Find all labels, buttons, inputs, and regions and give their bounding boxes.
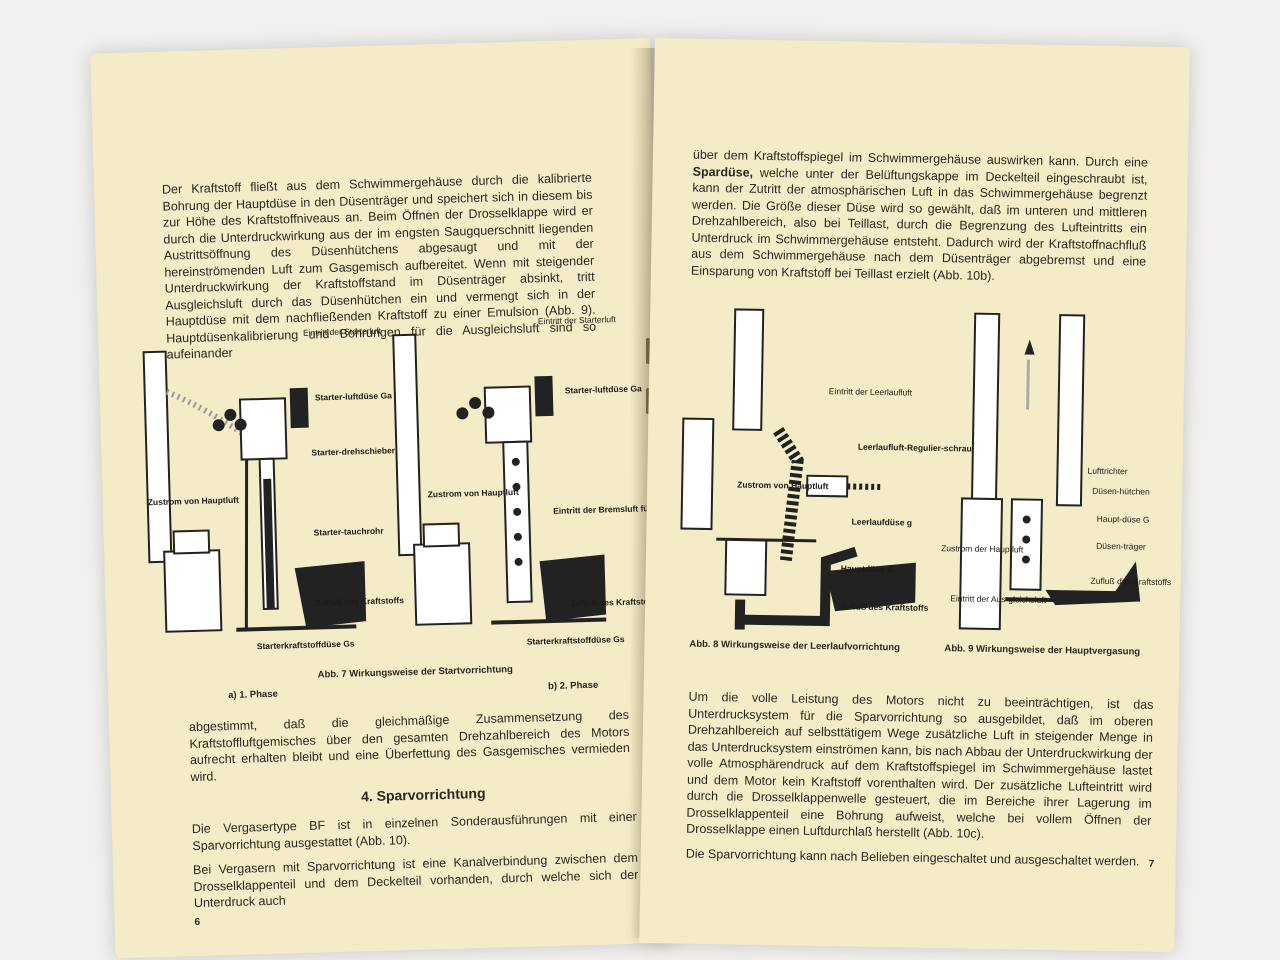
label-startertauchrohr: Starter-tauchrohr bbox=[313, 525, 384, 538]
text-run: welche unter der Belüftungskappe im Deck… bbox=[690, 165, 1148, 283]
text-block: Um die volle Leistung des Motors nicht z… bbox=[686, 689, 1154, 841]
figure-8-diagram: Eintritt der Leerlaufluft Leerlaufluft-R… bbox=[675, 298, 982, 632]
figure-7-phase-b: b) 2. Phase bbox=[547, 679, 599, 693]
label-starterdrehschieber: Starter-drehschieber bbox=[311, 445, 396, 458]
label-duesentraeger: Düsen-träger bbox=[1096, 540, 1146, 552]
label-hauptduese-9: Haupt-düse G bbox=[1096, 513, 1150, 525]
staple-top bbox=[646, 338, 651, 364]
page-number-left: 6 bbox=[194, 916, 201, 929]
text-block: Bei Vergasern mit Sparvorrichtung ist ei… bbox=[192, 850, 639, 911]
right-paragraph-2: Um die volle Leistung des Motors nicht z… bbox=[685, 689, 1154, 878]
label-zufluss-kraftstoff-9: Zufluß des Kraftstoffs bbox=[1090, 575, 1172, 588]
figure-7-phase-a: a) 1. Phase bbox=[228, 688, 278, 702]
figure-7a-diagram: Eintritt der Starterluft Starter-luftdüs… bbox=[138, 326, 404, 663]
label-zustrom-hauptluft-8: Zustrom von Hauptluft bbox=[737, 479, 829, 492]
figure-9-caption: Abb. 9 Wirkungsweise der Hauptvergasung bbox=[944, 643, 1141, 658]
left-paragraph-2: abgestimmt, daß die gleichmäßige Zusamme… bbox=[189, 707, 631, 793]
figure-9-diagram: Lufttrichter Düsen-hütchen Haupt-düse G … bbox=[935, 298, 1171, 637]
figure-8-caption: Abb. 8 Wirkungsweise der Leerlaufvorrich… bbox=[689, 638, 901, 654]
label-zufluss-kraftstoff-8: Zufluß des Kraftstoffs bbox=[840, 601, 929, 613]
label-zufluss-kraftstoff: Zufluß des Kraftstoffs bbox=[315, 595, 405, 608]
label-hauptduese: Hauptdüse G bbox=[840, 563, 894, 575]
label-eintritt-leerlaufluft: Eintritt der Leerlaufluft bbox=[828, 386, 913, 398]
text-block: Die Sparvorrichtung kann nach Belieben e… bbox=[685, 846, 1140, 869]
left-page: Der Kraftstoff fließt aus dem Schwimmerg… bbox=[90, 38, 682, 959]
label-zustrom-hauptluft-9: Zustrom der Hauptluft bbox=[941, 543, 1024, 555]
right-paragraph-1: über dem Kraftstoffspiegel im Schwimmerg… bbox=[691, 147, 1148, 295]
right-page: über dem Kraftstoffspiegel im Schwimmerg… bbox=[639, 38, 1190, 953]
label-starterluftduese: Starter-luftdüse Ga bbox=[314, 390, 393, 403]
label-leerlaufduese: Leerlaufdüse g bbox=[851, 516, 913, 528]
label-lufttrichter: Lufttrichter bbox=[1087, 465, 1128, 477]
text-block: über dem Kraftstoffspiegel im Schwimmerg… bbox=[691, 147, 1148, 287]
text-block: Die Vergasertype BF ist in einzelnen Son… bbox=[191, 809, 637, 853]
label-duesenhuetchen: Düsen-hütchen bbox=[1092, 485, 1150, 497]
text-block: abgestimmt, daß die gleichmäßige Zusamme… bbox=[188, 707, 631, 784]
label-ausgleichsluft: Eintritt der Aus-gleichsluft bbox=[950, 593, 1047, 605]
text-run-bold: Spardüse, bbox=[692, 164, 754, 180]
section-heading: 4. Sparvorrichtung bbox=[360, 784, 486, 805]
open-booklet: Der Kraftstoff fließt aus dem Schwimmerg… bbox=[70, 38, 1205, 959]
figure-7b-diagram: Eintritt der Starterluft Starter-luftdüs… bbox=[388, 309, 682, 656]
left-paragraph-3: Die Vergasertype BF ist in einzelnen Son… bbox=[192, 809, 640, 920]
figure-7-caption: Abb. 7 Wirkungsweise der Startvorrichtun… bbox=[317, 664, 513, 681]
page-number-right: 7 bbox=[1148, 858, 1155, 870]
